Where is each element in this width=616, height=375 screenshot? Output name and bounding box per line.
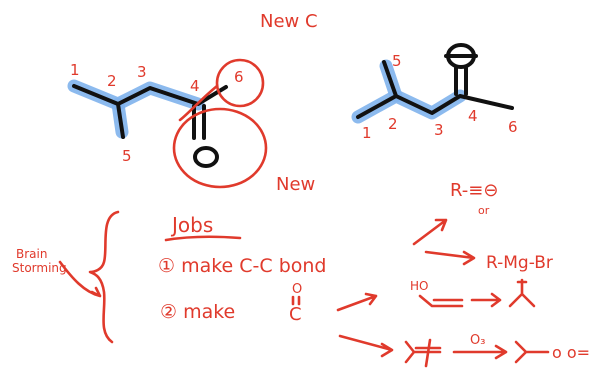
right-num-1: 1: [362, 124, 372, 142]
alkene-structure-icon: [404, 338, 442, 368]
ozone-label: O₃: [470, 333, 485, 348]
job2-text: ② make: [160, 301, 235, 323]
left-molecule: [67, 58, 268, 189]
new-c-label: New C: [260, 11, 318, 32]
left-skeleton: [72, 84, 228, 106]
right-num-3: 3: [434, 121, 444, 139]
jobs-underline: [164, 235, 242, 242]
brain-label: Brain: [16, 247, 47, 261]
new-label: New: [276, 174, 315, 195]
left-new-c-circle-tail: [178, 84, 219, 122]
job1-text: ① make C-C bond: [158, 255, 327, 277]
bracket-arrow-icon: [58, 260, 102, 298]
carbonyl-c: C: [289, 304, 302, 325]
left-branch-bond: [116, 102, 125, 139]
bracket-icon: [88, 210, 120, 344]
right-skeleton: [356, 94, 514, 119]
carbonyl-icon: O C: [289, 282, 302, 325]
jobs-heading: Jobs: [170, 213, 213, 237]
carbonyl-o: O: [292, 282, 302, 297]
storming-label: Storming: [12, 261, 67, 275]
left-num-1: 1: [70, 61, 80, 79]
ketone-icon: [508, 278, 536, 308]
right-branch-bond: [382, 60, 398, 98]
right-num-2: 2: [388, 115, 398, 133]
enol-structure-icon: [418, 294, 464, 308]
arrow-right-icon: [424, 250, 476, 266]
left-numbering: 1 2 3 4 5 6: [70, 61, 244, 165]
left-oxygen-icon: [193, 146, 219, 168]
left-num-3: 3: [137, 63, 147, 81]
reagent-or: or: [478, 204, 490, 217]
left-num-5: 5: [122, 147, 132, 165]
right-numbering: 1 2 3 4 5 6: [362, 52, 518, 142]
right-num-4: 4: [468, 107, 478, 125]
left-num-4: 4: [190, 77, 200, 95]
arrow-job2-lower-icon: [338, 334, 394, 358]
right-molecule: [351, 43, 514, 124]
arrow-job2-upper-icon: [336, 292, 378, 312]
left-new-o-circle: [172, 107, 268, 189]
brainstorm-section: Brain Storming Jobs ① make C-C bond ② ma…: [12, 180, 590, 368]
right-num-5: 5: [392, 52, 402, 70]
ozonolysis-product-text: o o=: [552, 343, 590, 362]
left-num-6: 6: [234, 68, 244, 86]
ozonolysis-product-icon: [514, 340, 550, 364]
reagent-acetylide: R-≡⊖: [450, 180, 498, 201]
reagent-grignard: R-Mg-Br: [486, 253, 553, 273]
left-num-2: 2: [107, 72, 117, 90]
right-num-6: 6: [508, 118, 518, 136]
left-new-c-circle: [215, 58, 265, 108]
tautomer-arrow-icon: [470, 292, 502, 308]
enol-ho: HO: [410, 279, 428, 293]
ozonolysis-arrow-icon: [452, 344, 508, 360]
arrow-up-icon: [412, 218, 448, 246]
